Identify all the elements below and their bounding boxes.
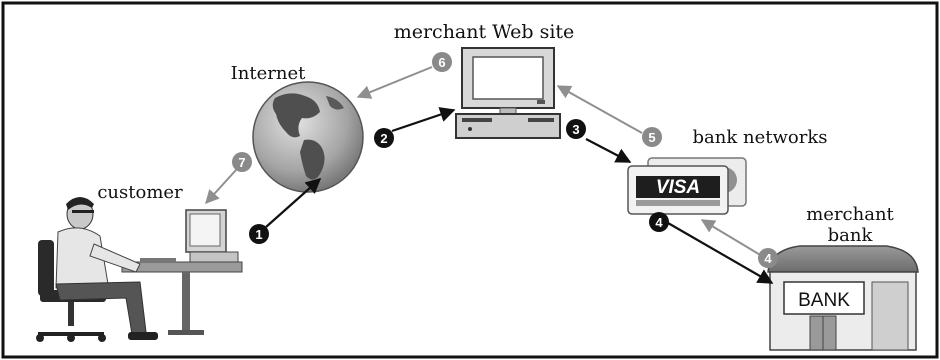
step-badge-3: 3 bbox=[566, 119, 586, 139]
svg-text:7: 7 bbox=[238, 155, 245, 170]
customer-label: customer bbox=[97, 182, 183, 203]
arrow-step-4-up bbox=[700, 219, 763, 257]
svg-text:4: 4 bbox=[655, 215, 663, 230]
arrow-step-7 bbox=[205, 169, 237, 205]
svg-text:4: 4 bbox=[764, 251, 772, 266]
merchant-computer-icon bbox=[455, 47, 561, 139]
merchant-bank-label-line2: bank bbox=[828, 225, 874, 246]
bank-sign: BANK bbox=[798, 290, 850, 311]
bank-networks-label: bank networks bbox=[693, 127, 828, 148]
arrow-step-6 bbox=[356, 66, 433, 99]
step-badge-4b: 4 bbox=[758, 248, 778, 268]
step-badges: 1 2 3 4 4 5 6 7 bbox=[232, 52, 778, 268]
internet-label: Internet bbox=[231, 63, 306, 84]
arrow-step-2 bbox=[391, 107, 456, 133]
step-badge-5: 5 bbox=[642, 127, 662, 147]
arrow-step-5 bbox=[556, 85, 643, 134]
step-badge-4a: 4 bbox=[649, 212, 669, 232]
arrow-step-1 bbox=[265, 177, 322, 228]
bank-building-icon: BANK bbox=[767, 245, 919, 351]
arrow-step-3 bbox=[585, 138, 632, 163]
step-badge-6: 6 bbox=[432, 52, 452, 72]
visa-logo: VISA bbox=[656, 177, 700, 198]
flow-arrows bbox=[205, 66, 774, 284]
internet-globe-icon bbox=[252, 81, 364, 193]
merchant-site-label: merchant Web site bbox=[394, 21, 575, 43]
step-badge-7: 7 bbox=[232, 152, 252, 172]
step-badge-2: 2 bbox=[374, 128, 394, 148]
arrow-step-4-down bbox=[667, 222, 774, 284]
svg-text:2: 2 bbox=[380, 131, 387, 146]
step-badge-1: 1 bbox=[249, 224, 269, 244]
svg-text:5: 5 bbox=[648, 130, 655, 145]
svg-text:3: 3 bbox=[572, 122, 579, 137]
svg-text:1: 1 bbox=[255, 227, 262, 242]
customer-at-computer-icon bbox=[36, 197, 243, 342]
merchant-bank-label-line1: merchant bbox=[806, 204, 894, 225]
svg-text:6: 6 bbox=[438, 55, 445, 70]
credit-card-icon: VISA bbox=[627, 157, 747, 215]
